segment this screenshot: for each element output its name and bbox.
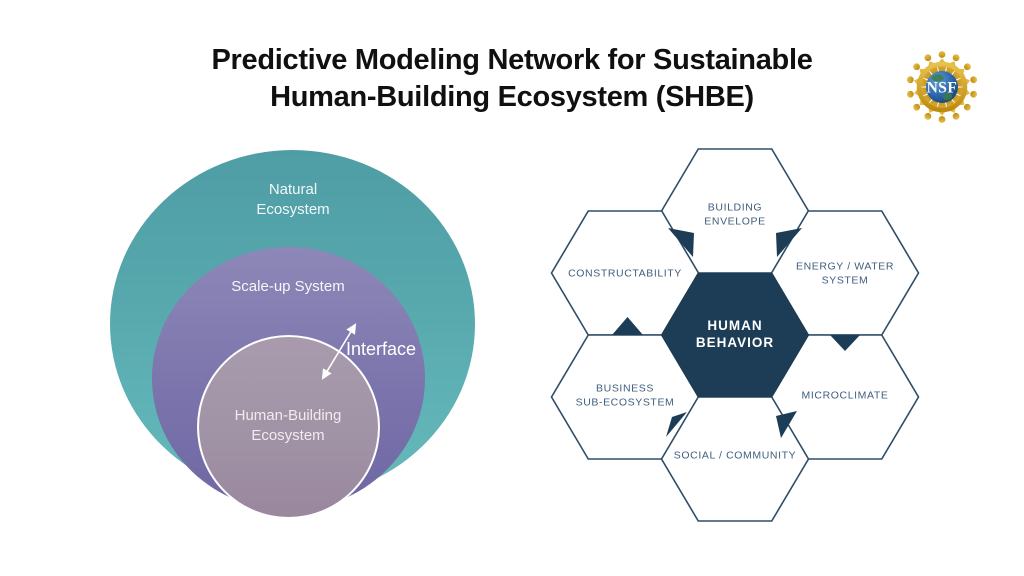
slide-title: Predictive Modeling Network for Sustaina…: [211, 44, 813, 113]
human-behavior-label: HUMAN BEHAVIOR: [695, 318, 775, 350]
building-envelope-label: BUILDING ENVELOPE: [704, 201, 766, 228]
human-building-ecosystem-label: Human-Building Ecosystem: [234, 407, 342, 444]
constructability-label: CONSTRUCTABILITY: [568, 267, 682, 280]
social-community-label: SOCIAL / COMMUNITY: [673, 449, 797, 462]
energy-water-system-label: ENERGY / WATER SYSTEM: [795, 260, 895, 287]
rotation-triangle-bottom-right: [776, 411, 797, 438]
rotation-triangle-right: [830, 335, 860, 351]
business-subecosystem-label: BUSINESS SUB-ECOSYSTEM: [575, 382, 675, 409]
rotation-triangle-left: [612, 317, 643, 335]
interface-label: Interface: [345, 339, 417, 359]
nsf-logo-graphic: NSF: [905, 51, 979, 123]
scale-up-system-label: Scale-up System: [231, 278, 345, 295]
nsf-logo-text: NSF: [927, 80, 958, 97]
nsf-starburst: [905, 51, 979, 123]
rotation-triangle-top-left: [668, 228, 694, 257]
nsf-globe-continent: [931, 74, 944, 82]
natural-ecosystem-label: Natural Ecosystem: [256, 181, 330, 218]
rotation-triangle-top-right: [776, 228, 802, 257]
nsf-globe-continent: [942, 92, 953, 101]
rotation-triangle-bottom-left: [666, 412, 687, 437]
microclimate-label: MICROCLIMATE: [801, 389, 889, 402]
nsf-logo: NSF: [901, 46, 983, 128]
